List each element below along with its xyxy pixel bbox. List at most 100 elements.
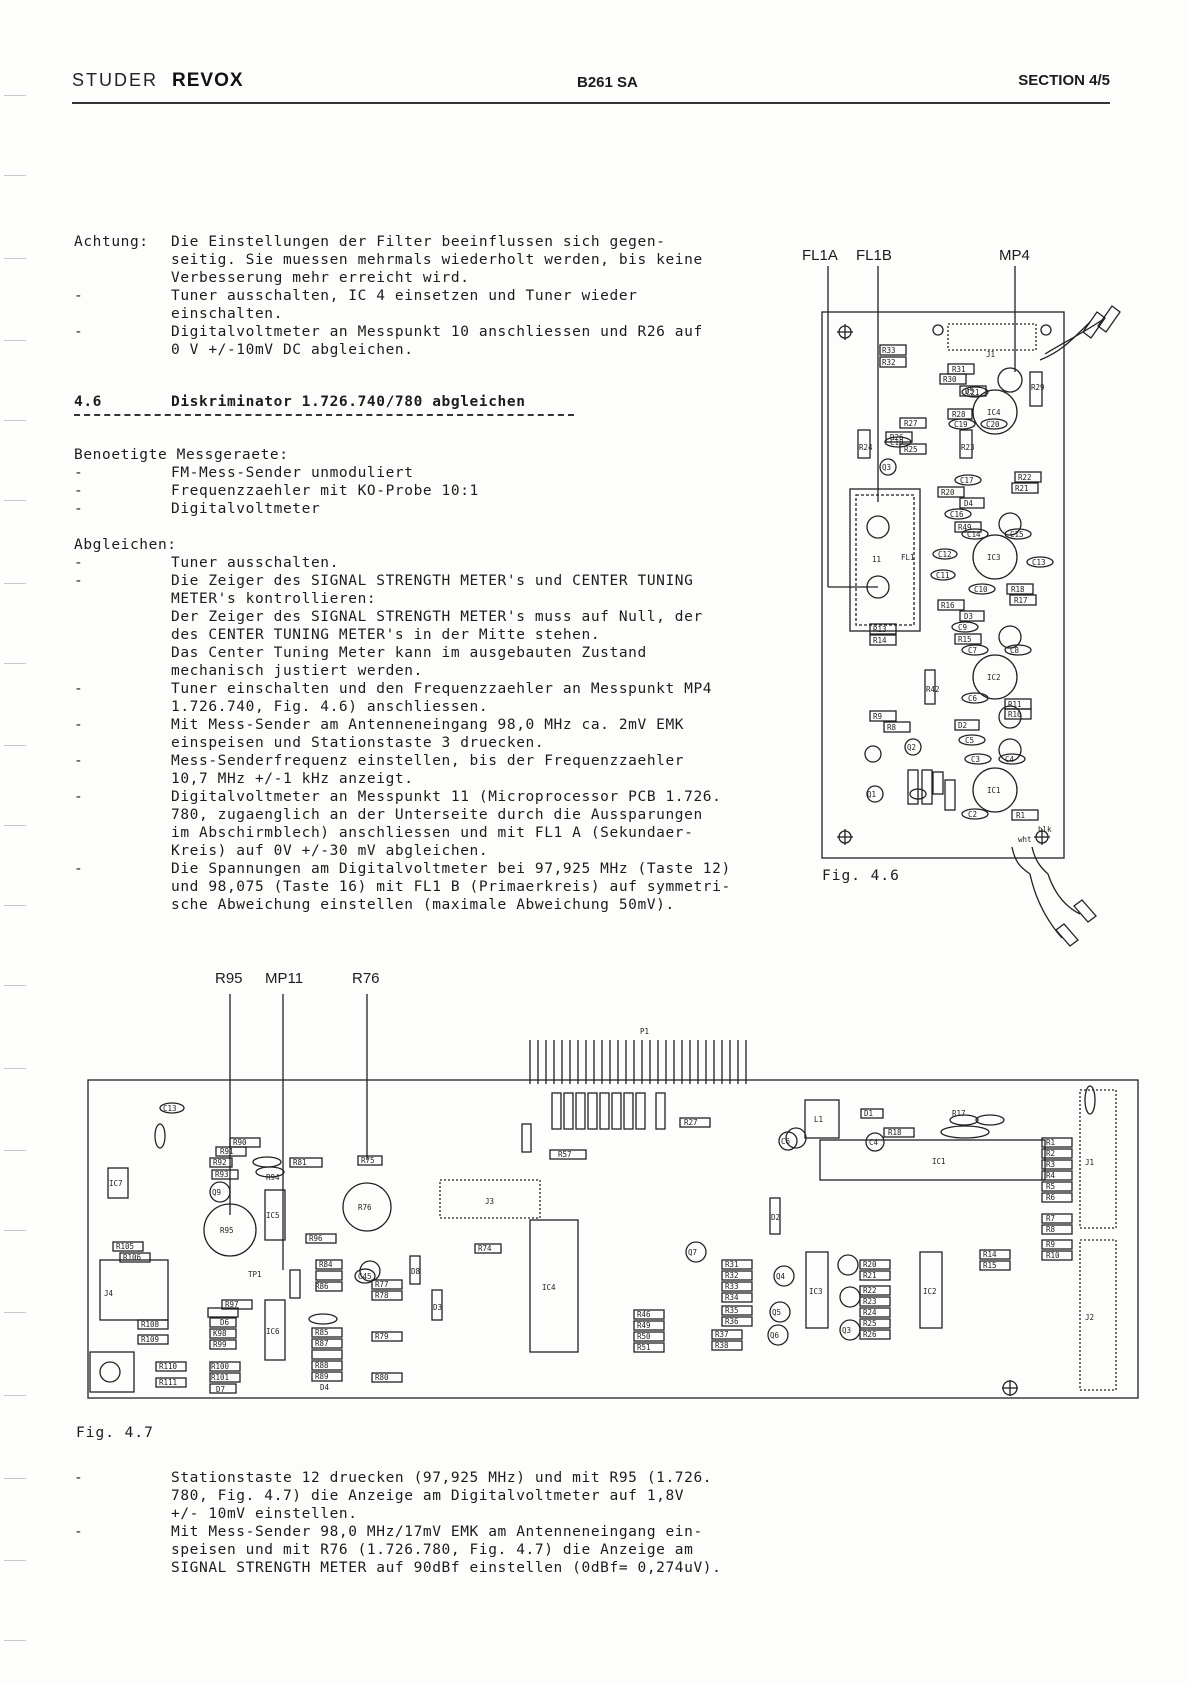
fig47-label-q4: Q4 [776,1272,786,1281]
fig46-label-r16: R16 [941,601,955,610]
fig47-label-ic3: IC3 [809,1287,823,1296]
fig47-label-r33: R33 [725,1282,739,1291]
fig46-label-r20: R20 [941,488,955,497]
bullet-marker: - [74,1470,84,1486]
fig47-label-d1: D1 [864,1109,873,1118]
fig47-label-ic4: IC4 [542,1283,556,1292]
margin-marks [0,0,30,1683]
bottom-line: speisen und mit R76 (1.726.780, Fig. 4.7… [171,1542,694,1558]
fig46-label-r31: R31 [952,365,966,374]
fig47-label-r85: R85 [315,1328,329,1337]
fig46-label-wht: wht [1018,835,1032,844]
fig47-label-r101: R101 [211,1373,229,1382]
fig46-label-d3: D3 [964,612,973,621]
fig47-label-r1: R1 [1046,1138,1055,1147]
model-number: B261 SA [577,74,638,91]
bullet-marker: - [74,465,84,481]
fig47-label-q5: Q5 [772,1308,781,1317]
fig47-label-r36: R36 [725,1317,739,1326]
fig46-label-c13: C13 [1032,558,1046,567]
fig47-label-c6: C6 [781,1137,791,1146]
fig46-label-r23: R23 [961,443,975,452]
section-title: Diskriminator 1.726.740/780 abgleichen [171,394,526,410]
fig46-label-r1: R1 [1016,811,1025,820]
fig47-label-j3: J3 [485,1197,494,1206]
fig47-board-diagram: P1 J3 J4 J1 J2 TP1 IC4 IC1 IC3 IC2 IC5 I… [87,994,1139,1399]
procedure-line: Die Zeiger des SIGNAL STRENGTH METER's u… [171,573,694,589]
fig46-label-c11: C11 [936,571,950,580]
fig47-label-c4: C4 [869,1138,879,1147]
equipment-item: FM-Mess-Sender unmoduliert [171,465,414,481]
fig47-callout-r95: R95 [215,970,243,987]
fig47-label-r4: R4 [1046,1171,1056,1180]
fig47-label-j2: J2 [1085,1313,1094,1322]
section-number: SECTION 4/5 [1018,72,1110,89]
fig46-label-r13: R13 [873,625,887,634]
fig46-label-r25: R25 [904,445,918,454]
fig47-label-tp1: TP1 [248,1270,262,1279]
fig47-ic4-outline [529,1219,579,1353]
intro-bullet-line: Digitalvoltmeter an Messpunkt 10 anschli… [171,324,703,340]
bullet-marker: - [74,681,84,697]
fig47-label-r57: R57 [558,1150,572,1159]
fig47-label-c13: C13 [163,1104,177,1113]
brand-revox: REVOX [172,70,244,91]
procedure-line: sche Abweichung einstellen (maximale Abw… [171,897,675,913]
fig46-label-r49: R49 [958,523,972,532]
fig47-label-r84: R84 [319,1260,333,1269]
fig46-label-r32: R32 [882,358,896,367]
fig47-label-r99: R99 [213,1340,227,1349]
fig47-label-p1: P1 [640,1027,649,1036]
fig47-label-r24: R24 [863,1308,877,1317]
bullet-marker: - [74,717,84,733]
procedure-line: mechanisch justiert werden. [171,663,423,679]
fig47-label-r95: R95 [220,1226,234,1235]
fig47-label-r5: R5 [1046,1182,1055,1191]
fig47-label-r91: R91 [220,1147,234,1156]
fig47-label-j4: J4 [104,1289,114,1298]
procedure-line: Tuner einschalten und den Frequenzzaehle… [171,681,713,697]
fig47-label-r80: R80 [375,1373,389,1382]
fig46-label-c4: C4 [1005,755,1015,764]
fig46-label-r42: R42 [926,685,940,694]
fig47-label-r111: R111 [159,1378,177,1387]
fig47-label-r51: R51 [637,1343,651,1352]
fig46-label-r11: R11 [1008,700,1022,709]
procedure-line: 1.726.740, Fig. 4.6) anschliessen. [171,699,489,715]
fig46-label-ic1: IC1 [987,786,1001,795]
fig47-r76-trimmer [342,1182,392,1232]
fig47-caption: Fig. 4.7 [76,1425,154,1441]
fig47-label-r50: R50 [637,1332,651,1341]
fig47-label-r88: R88 [315,1361,329,1370]
fig47-label-r20: R20 [863,1260,877,1269]
fig47-p1-pins [529,1040,747,1084]
fig47-label-r22: R22 [863,1286,877,1295]
bullet-marker: - [74,789,84,805]
fig47-label-r8: R8 [1046,1225,1056,1234]
bullet-marker: - [74,501,84,517]
fig47-label-r78: R78 [375,1291,389,1300]
fig46-label-d5: D5 [965,387,974,396]
fig46-label-c9: C9 [958,623,967,632]
fig47-board-outline [87,1079,1139,1399]
procedure-line: Der Zeiger des SIGNAL STRENGTH METER's m… [171,609,703,625]
fig47-label-r35: R35 [725,1306,739,1315]
fig46-label-r15: R15 [958,635,972,644]
fig47-label-r108: R108 [141,1320,160,1329]
fig47-label-q7: Q7 [688,1248,697,1257]
fig47-label-r3: R3 [1046,1160,1055,1169]
fig46-label-q1: Q1 [867,790,876,799]
fig47-label-r86: R86 [315,1282,329,1291]
brand-studer: STUDER [72,70,159,90]
fig47-label-l1: L1 [814,1115,823,1124]
fig47-label-r34: R34 [725,1293,739,1302]
fig46-label-c10: C10 [974,585,988,594]
fig47-label-d7: D7 [216,1385,225,1394]
equipment-item: Frequenzzaehler mit KO-Probe 10:1 [171,483,479,499]
fig47-label-r77: R77 [375,1280,389,1289]
fig46-label-q3: Q3 [882,463,891,472]
fig46-label-c17: C17 [960,476,974,485]
fig46-label-r30: R30 [943,375,957,384]
fig47-label-r105: R105 [116,1242,134,1251]
fig46-label-r26: R26 [890,433,904,442]
